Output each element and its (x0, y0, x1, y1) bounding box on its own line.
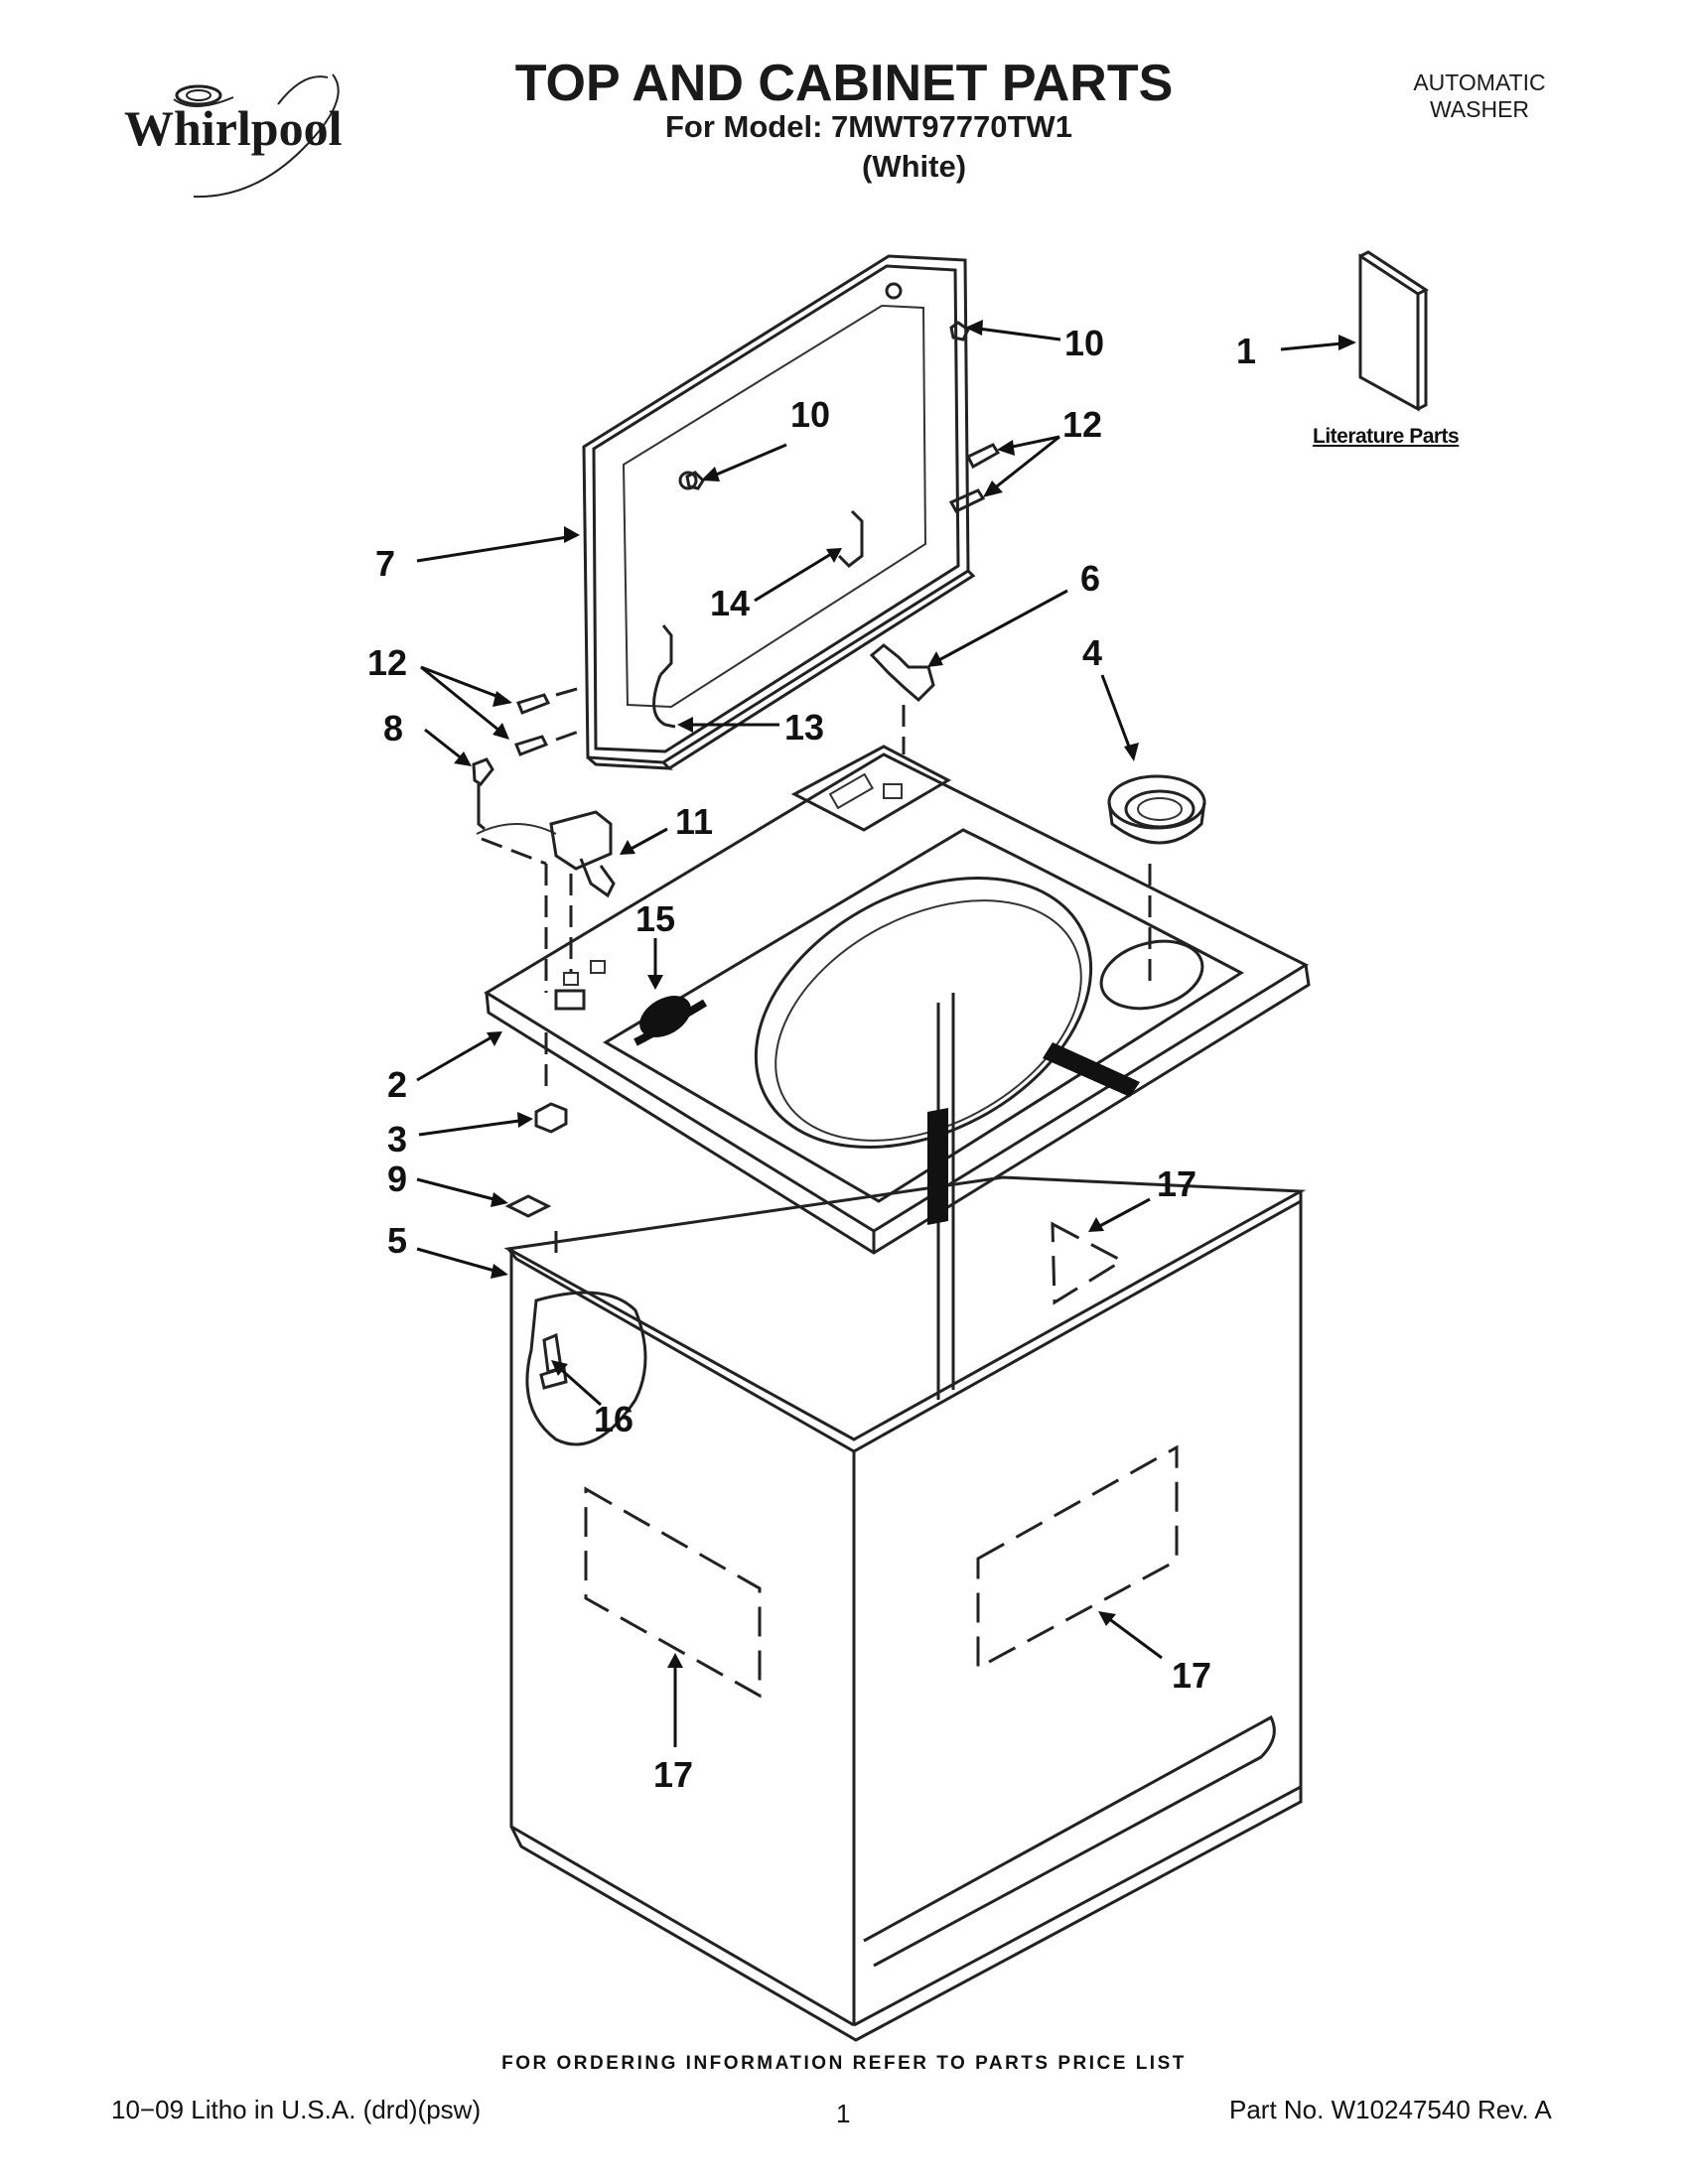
top-panel (484, 745, 1311, 1255)
callout-9: 9 (387, 1159, 407, 1199)
product-type: AUTOMATIC WASHER (1380, 69, 1579, 123)
page-number: 1 (836, 2099, 851, 2128)
ordering-note: FOR ORDERING INFORMATION REFER TO PARTS … (501, 2053, 1187, 2074)
tub-ring (1107, 774, 1206, 983)
callout-2: 2 (387, 1064, 407, 1105)
part-number: Part No. W10247540 Rev. A (1229, 2095, 1552, 2124)
product-line-1: AUTOMATIC (1413, 69, 1546, 95)
callout-5: 5 (387, 1220, 407, 1261)
lid-switch-assembly (472, 757, 616, 993)
callout-7: 7 (375, 543, 395, 584)
callout-17-top: 17 (1157, 1163, 1196, 1204)
callout-4: 4 (1082, 632, 1102, 673)
callout-13: 13 (784, 707, 824, 748)
color-line: (White) (862, 149, 967, 184)
callout-14: 14 (710, 583, 750, 623)
fastener-clip (504, 1194, 558, 1259)
litho-note: 10−09 Litho in U.S.A. (drd)(psw) (111, 2095, 482, 2124)
callout-8: 8 (383, 708, 403, 749)
callout-11: 11 (675, 801, 713, 842)
cabinet (503, 993, 1307, 2042)
callout-15: 15 (635, 898, 675, 939)
brand-name: Whirlpool (124, 100, 343, 156)
callout-17-side: 17 (1172, 1655, 1211, 1696)
lid-assembly (514, 254, 1001, 770)
callout-labels: 1 2 3 4 5 6 7 8 9 10 10 11 12 12 13 14 1… (367, 323, 1256, 1795)
literature-parts-label: Literature Parts (1313, 425, 1460, 448)
callout-6: 6 (1080, 558, 1100, 599)
page-title: TOP AND CABINET PARTS (514, 55, 1174, 112)
model-line: For Model: 7MWT97770TW1 (665, 109, 1072, 144)
product-line-2: WASHER (1429, 96, 1530, 122)
whirlpool-logo: Whirlpool (104, 60, 382, 208)
callout-3: 3 (387, 1119, 407, 1160)
callout-16: 16 (594, 1399, 633, 1439)
callout-17-front: 17 (653, 1754, 693, 1795)
callout-12-left: 12 (367, 642, 407, 683)
fastener-nut (534, 1102, 568, 1134)
callout-1: 1 (1236, 331, 1256, 371)
callout-10-top: 10 (1064, 323, 1104, 363)
leader-arrows (416, 320, 1356, 1747)
callout-10-inner: 10 (790, 394, 830, 435)
logo-swirl-icon (173, 73, 340, 199)
callout-12-right: 12 (1062, 404, 1102, 445)
literature-booklet (1358, 250, 1430, 412)
hose-clamp-bracket (869, 643, 935, 754)
